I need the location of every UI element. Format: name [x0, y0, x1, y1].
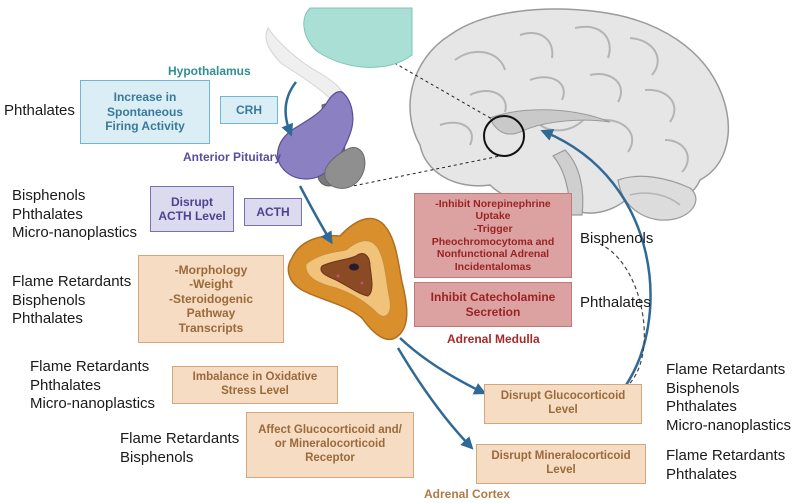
morphology-box: -Morphology -Weight -Steroidogenic Pathw… — [138, 255, 284, 343]
disrupt-acth-box: Disrupt ACTH Level — [150, 186, 234, 232]
spontaneous-firing-box: Increase in Spontaneous Firing Activity — [80, 80, 210, 144]
arrow-hypothalamus-to-pituitary — [281, 81, 297, 137]
oxidative-chemicals: Flame Retardants Phthalates Micro-nanopl… — [30, 358, 156, 412]
hypothalamus-label: Hypothalamus — [168, 64, 251, 78]
arrow-feedback-to-brain — [540, 129, 652, 389]
zoom-line-bottom — [347, 155, 501, 188]
adrenal-medulla-label: Adrenal Medulla — [447, 332, 540, 346]
anterior-pituitary-label: Anterior Pituitary — [183, 150, 282, 164]
acth-chemicals: Bisphenols Phthalates Micro-nanoplastics — [12, 187, 138, 241]
hypothalamus-pituitary-illustration — [265, 7, 413, 189]
mineralocorticoid-chemicals: Flame Retardants Phthalates — [666, 447, 786, 483]
adrenal-gland-illustration — [287, 217, 408, 341]
morphology-chemicals: Flame Retardants Bisphenols Phthalates — [12, 273, 132, 327]
brain-illustration — [409, 8, 729, 221]
glucocorticoid-chemicals: Flame Retardants Bisphenols Phthalates M… — [666, 361, 792, 434]
arrow-adrenal-to-mineralocorticoid — [396, 347, 474, 450]
firing-chemicals: Phthalates — [4, 102, 75, 119]
receptor-chemicals: Flame Retardants Bisphenols — [120, 430, 240, 466]
norepinephrine-chemicals: Bisphenols — [580, 230, 654, 247]
catecholamine-box: Inhibit Catecholamine Secretion — [414, 282, 572, 327]
glucocorticoid-box: Disrupt Glucocorticoid Level — [484, 384, 642, 424]
dashed-feedback-line — [599, 243, 645, 389]
acth-box: ACTH — [244, 198, 302, 226]
receptor-box: Affect Glucocorticoid and/ or Mineraloco… — [246, 412, 414, 478]
norepinephrine-box: -Inhibit Norepinephrine Uptake -Trigger … — [414, 193, 572, 278]
arrow-adrenal-to-glucocorticoid — [399, 337, 487, 395]
adrenal-cortex-label: Adrenal Cortex — [424, 487, 511, 501]
zoom-line-top — [383, 56, 493, 120]
catecholamine-chemicals: Phthalates — [580, 294, 651, 311]
mineralocorticoid-box: Disrupt Mineralocorticoid Level — [476, 444, 646, 484]
oxidative-stress-box: Imbalance in Oxidative Stress Level — [172, 366, 338, 404]
arrow-pituitary-to-adrenal — [298, 185, 333, 245]
crh-box: CRH — [220, 96, 278, 124]
